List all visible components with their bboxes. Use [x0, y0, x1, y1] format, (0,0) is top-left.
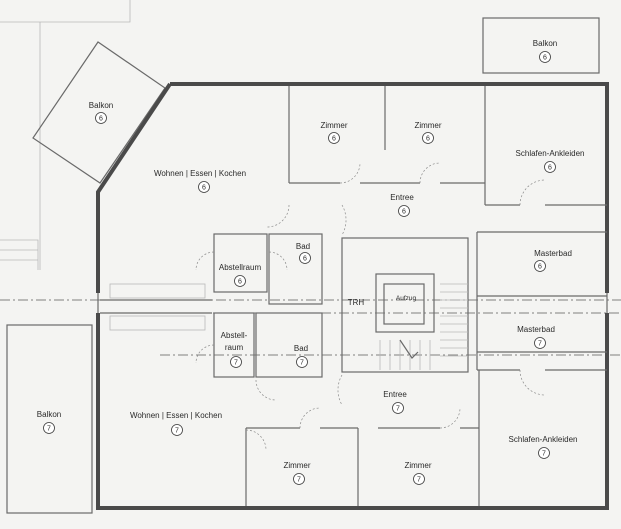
room-label: Entree: [383, 390, 407, 399]
room-label-line2: raum: [225, 343, 244, 352]
room-label: Bad: [296, 242, 310, 251]
room-number: 6: [543, 55, 547, 62]
room-number: 7: [538, 341, 542, 348]
room-number: 7: [175, 428, 179, 435]
room-balkon-6-right: Balkon 6: [533, 39, 557, 63]
room-label: Balkon: [37, 410, 61, 419]
room-entree-6: Entree 6: [390, 193, 414, 217]
room-schlafen-7: Schlafen-Ankleiden 7: [509, 435, 578, 459]
stair-treads: [379, 283, 468, 370]
room-abstellraum-6: Abstellraum 6: [219, 263, 262, 287]
room-abstellraum-7: Abstell- raum 7: [221, 331, 248, 368]
room-label: Entree: [390, 193, 414, 202]
room-zimmer-7-a: Zimmer 7: [283, 461, 311, 485]
room-zimmer-7-b: Zimmer 7: [404, 461, 432, 485]
room-masterbad-6: Masterbad 6: [534, 249, 572, 272]
room-label: Bad: [294, 344, 308, 353]
room-label: Balkon: [533, 39, 557, 48]
room-number: 6: [238, 279, 242, 286]
room-number: 6: [303, 256, 307, 263]
room-number: 6: [538, 264, 542, 271]
room-number: 6: [426, 136, 430, 143]
room-number: 7: [396, 406, 400, 413]
room-schlafen-6: Schlafen-Ankleiden 6: [516, 149, 585, 173]
room-bad-7: Bad 7: [294, 344, 308, 368]
room-balkon-6-left: Balkon 6: [89, 101, 113, 124]
room-label: Zimmer: [320, 121, 347, 130]
room-label: Wohnen | Essen | Kochen: [130, 411, 222, 420]
room-wohnen-7: Wohnen | Essen | Kochen 7: [130, 411, 222, 436]
room-label: Wohnen | Essen | Kochen: [154, 169, 246, 178]
room-label: TRH: [348, 298, 365, 307]
door-swings: [195, 162, 546, 451]
room-label: Abstell-: [221, 331, 248, 340]
room-number: 6: [202, 185, 206, 192]
site-outline: [0, 0, 131, 270]
room-number: 6: [548, 165, 552, 172]
room-zimmer-6-a: Zimmer 6: [320, 121, 348, 144]
room-bad-6: Bad 6: [296, 242, 311, 264]
room-label: Zimmer: [283, 461, 310, 470]
room-aufzug: Aufzug: [396, 295, 417, 302]
room-number: 7: [300, 360, 304, 367]
room-label: Abstellraum: [219, 263, 262, 272]
room-labels: Balkon 6 Balkon 6 Zimmer 6 Zimmer 6 Schl…: [37, 39, 585, 485]
room-masterbad-7: Masterbad 7: [517, 325, 555, 349]
balcony-bl: [6, 324, 93, 514]
room-number: 7: [417, 477, 421, 484]
room-number: 7: [234, 360, 238, 367]
room-label: Masterbad: [534, 249, 572, 258]
room-number: 6: [402, 209, 406, 216]
room-number: 7: [297, 477, 301, 484]
room-label: Schlafen-Ankleiden: [516, 149, 585, 158]
room-trh: TRH: [348, 298, 365, 307]
room-label: Zimmer: [414, 121, 441, 130]
room-label: Balkon: [89, 101, 113, 110]
balcony-tr: [482, 17, 600, 74]
room-number: 7: [542, 451, 546, 458]
room-balkon-7: Balkon 7: [37, 410, 61, 434]
room-number: 6: [332, 136, 336, 143]
room-wohnen-6: Wohnen | Essen | Kochen 6: [154, 169, 246, 193]
room-number: 6: [99, 116, 103, 123]
room-entree-7: Entree 7: [383, 390, 407, 414]
room-label: Masterbad: [517, 325, 555, 334]
room-label: Schlafen-Ankleiden: [509, 435, 578, 444]
room-label: Aufzug: [396, 295, 417, 302]
interior-walls: [100, 86, 607, 506]
stair-core: [341, 237, 469, 373]
room-number: 7: [47, 426, 51, 433]
room-zimmer-6-b: Zimmer 6: [414, 121, 442, 144]
room-label: Zimmer: [404, 461, 431, 470]
